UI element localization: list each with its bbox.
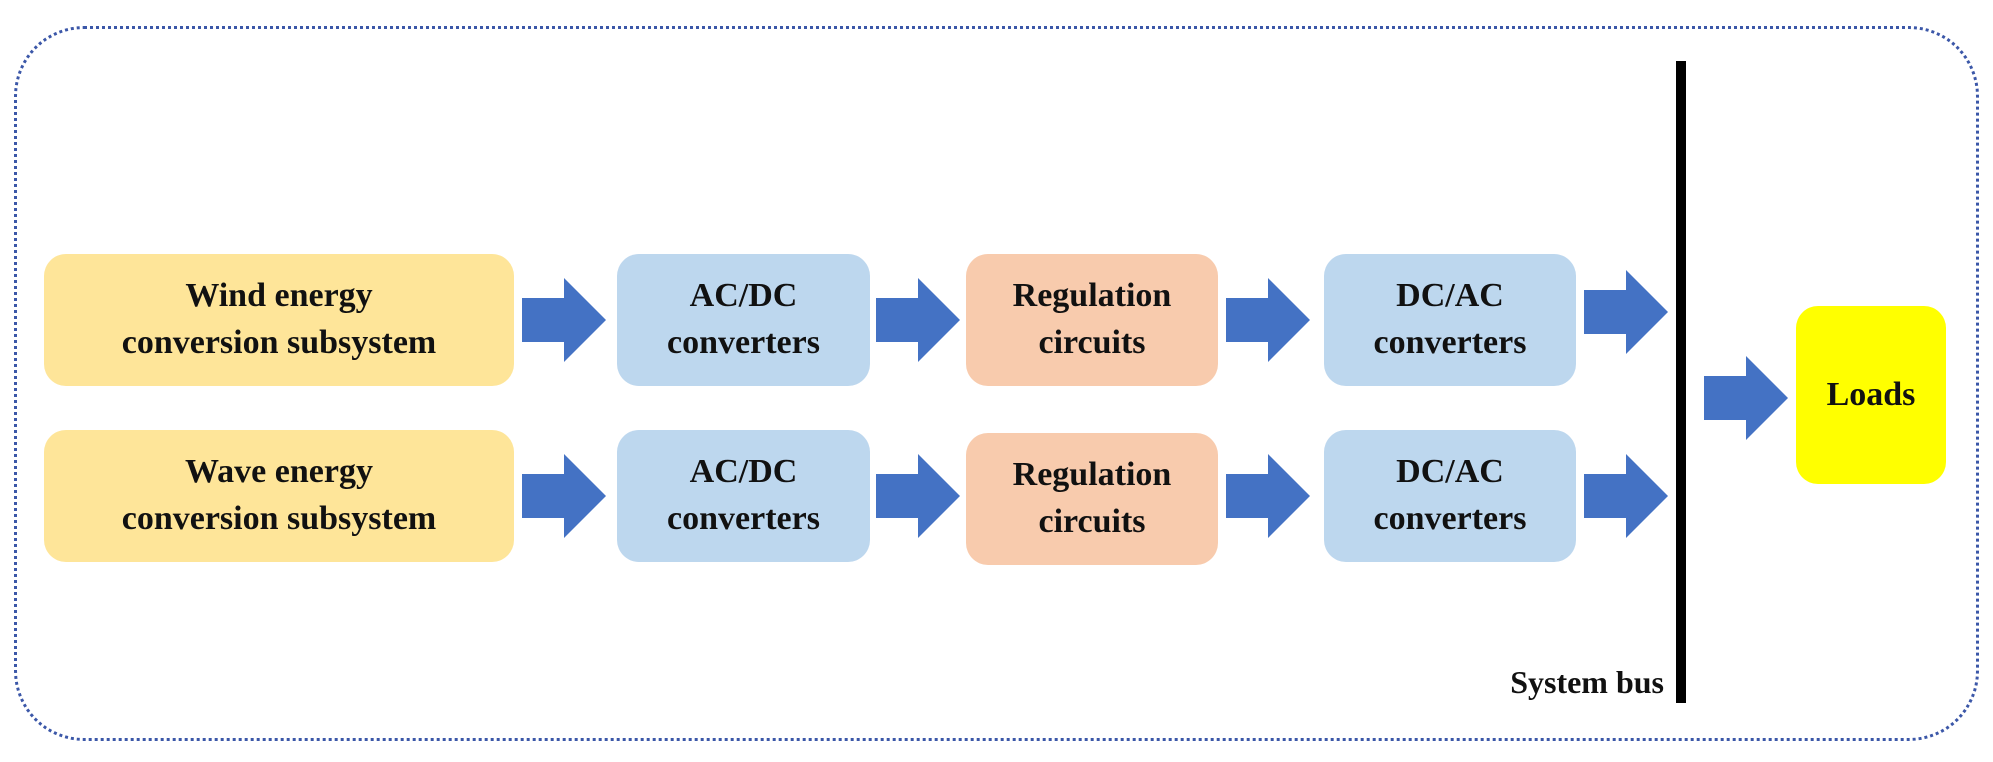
wave-regulation-circuits-box: Regulation circuits xyxy=(966,433,1218,565)
box-label-line-2: converters xyxy=(667,500,820,537)
box-label-line-2: conversion subsystem xyxy=(121,324,437,361)
box-label-line-1: AC/DC xyxy=(689,453,798,491)
arrow-right-icon xyxy=(1226,454,1310,538)
wave-dcac-converters-box: DC/AC converters xyxy=(1324,430,1576,562)
wave-energy-conversion-subsystem-box: Wave energy conversion subsystem xyxy=(44,430,514,562)
wind-energy-conversion-subsystem-box: Wind energy conversion subsystem xyxy=(44,254,514,386)
arrow-right-icon xyxy=(876,278,960,362)
box-label-line-1: Wind energy xyxy=(185,277,373,315)
wind-dcac-converters-box: DC/AC converters xyxy=(1324,254,1576,386)
wind-regulation-circuits-box: Regulation circuits xyxy=(966,254,1218,386)
box-label-line-1: AC/DC xyxy=(689,277,798,315)
arrow-right-icon xyxy=(1584,270,1668,354)
wave-acdc-converters-box: AC/DC converters xyxy=(617,430,870,562)
loads-box: Loads xyxy=(1796,306,1946,484)
arrow-right-icon xyxy=(1226,278,1310,362)
box-label-line-2: circuits xyxy=(1038,503,1146,540)
box-label-line-2: circuits xyxy=(1038,324,1146,361)
box-label-line-2: converters xyxy=(1373,324,1527,361)
arrow-right-icon xyxy=(1704,356,1788,440)
arrow-right-icon xyxy=(522,278,606,362)
box-label-line-1: DC/AC xyxy=(1396,453,1504,491)
wind-acdc-converters-box: AC/DC converters xyxy=(617,254,870,386)
diagram-frame xyxy=(14,26,1979,741)
loads-label: Loads xyxy=(1826,375,1916,413)
system-bus-label: System bus xyxy=(1510,664,1664,700)
box-label-line-2: converters xyxy=(1373,500,1527,537)
box-label-line-1: Regulation xyxy=(1012,277,1172,315)
arrow-right-icon xyxy=(1584,454,1668,538)
box-label-line-1: DC/AC xyxy=(1396,277,1504,315)
box-label-line-1: Wave energy xyxy=(185,453,373,491)
arrow-right-icon xyxy=(522,454,606,538)
arrow-right-icon xyxy=(876,454,960,538)
box-label-line-2: converters xyxy=(667,324,820,361)
box-label-line-2: conversion subsystem xyxy=(121,500,437,537)
system-bus-line xyxy=(1676,61,1686,703)
box-label-line-1: Regulation xyxy=(1012,456,1172,494)
